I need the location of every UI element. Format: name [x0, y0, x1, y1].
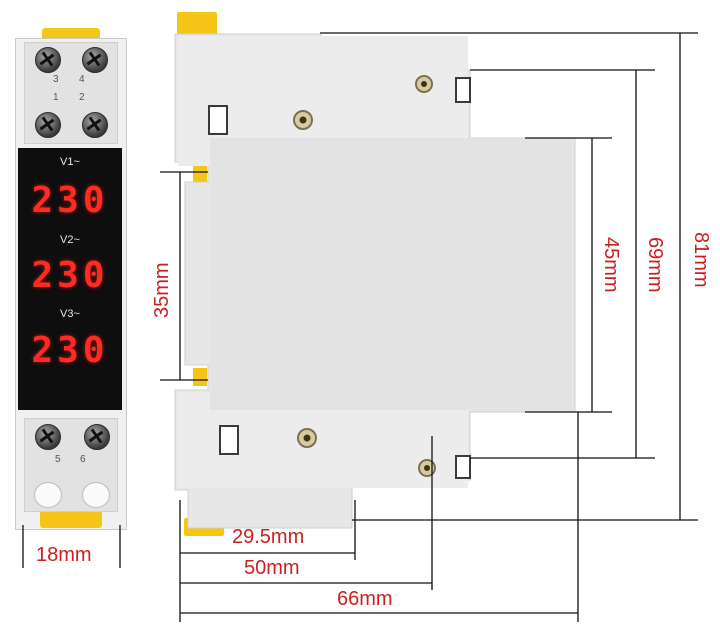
channel-label-v3: V3~	[60, 308, 80, 320]
dim-label-45mm: 45mm	[600, 237, 622, 293]
terminal-label-2: 2	[79, 92, 85, 103]
side-slot-upper-left	[208, 105, 228, 135]
side-rail-clip-top	[193, 165, 207, 183]
rivet-lower-center-hole	[303, 434, 311, 442]
channel-reading-v1: 230	[31, 180, 109, 221]
screw-terminal-5	[35, 424, 61, 450]
dim-label-35mm: 35mm	[151, 262, 173, 318]
rivet-lower-right-hole	[424, 465, 430, 471]
channel-label-v2: V2~	[60, 234, 80, 246]
terminal-label-3: 3	[53, 74, 59, 85]
rivet-upper-right-hole	[421, 81, 427, 87]
terminal-label-5: 5	[55, 454, 61, 465]
side-slot-lower-right	[455, 455, 471, 479]
side-slot-upper-right	[455, 77, 471, 103]
screw-terminal-2	[82, 112, 108, 138]
screw-terminal-6	[84, 424, 110, 450]
voltage-display-panel	[18, 148, 122, 410]
side-middle-panel	[210, 138, 572, 410]
terminal-label-6: 6	[80, 454, 86, 465]
dim-label-18mm: 18mm	[36, 544, 92, 566]
dim-label-50mm: 50mm	[244, 557, 300, 579]
dim-label-81mm: 81mm	[690, 232, 712, 288]
channel-reading-v3: 230	[31, 330, 109, 371]
screw-terminal-3	[35, 47, 61, 73]
rivet-upper-center-hole	[299, 116, 307, 124]
dim-label-66mm: 66mm	[337, 588, 393, 610]
channel-label-v1: V1~	[60, 156, 80, 168]
wire-entry-5	[34, 482, 62, 508]
dim-label-29-5mm: 29.5mm	[232, 526, 305, 548]
terminal-label-4: 4	[79, 74, 85, 85]
side-rail-clip-bottom	[193, 368, 207, 386]
terminal-label-1: 1	[53, 92, 59, 103]
screw-terminal-4	[82, 47, 108, 73]
wire-entry-6	[82, 482, 110, 508]
side-slot-lower-left	[219, 425, 239, 455]
bottom-clip	[40, 510, 102, 528]
channel-reading-v2: 230	[31, 255, 109, 296]
dim-label-69mm: 69mm	[644, 237, 666, 293]
side-top-clip	[177, 12, 217, 36]
screw-terminal-1	[35, 112, 61, 138]
